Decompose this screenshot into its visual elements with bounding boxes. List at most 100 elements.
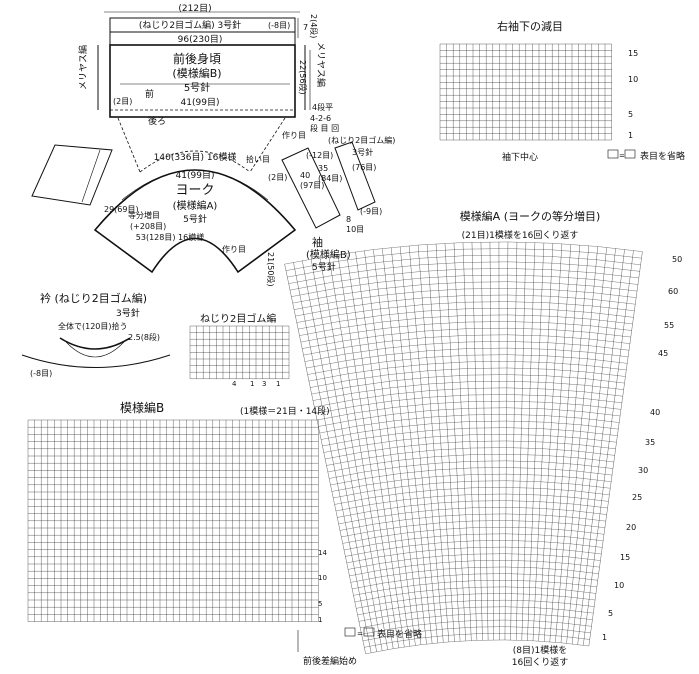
grid-spoke — [588, 251, 643, 647]
pattern-a-row-label: 25 — [632, 493, 642, 502]
body-minus8: (-8目) — [268, 21, 290, 30]
body-side-pickup: 作り目 — [282, 130, 306, 140]
grid-spoke — [471, 242, 483, 641]
pattern-b-repeat: (1模様＝21目・14段) — [240, 405, 330, 417]
grid-spoke — [583, 250, 634, 646]
pattern-a-row-label: 45 — [658, 349, 668, 358]
body-dim-7: 7 — [303, 23, 308, 32]
sleeve-minus12: (-12目) — [306, 151, 333, 160]
sleeve-minus9: (-9目) — [360, 207, 382, 216]
grid-spoke — [577, 249, 625, 645]
yoke-left-h: 29(69目) — [104, 205, 139, 214]
yoke-pickup: 拾い目 — [246, 154, 270, 164]
grid-spoke — [521, 242, 536, 641]
pattern-a-row-label: 55 — [664, 321, 674, 330]
grid-spoke — [489, 242, 494, 641]
body-decrease-head: 段 目 回 — [310, 123, 339, 133]
rib-col-3: 1 — [276, 380, 280, 388]
rs-legend-box — [607, 149, 619, 159]
grid-arc — [365, 639, 589, 654]
yoke-increase-label: 等分増目 — [128, 210, 160, 220]
pattern-b-legend-eq: = — [357, 630, 363, 638]
collar-panel: 衿 (ねじり2目ゴム編) 3号針 全体で(120目)拾う 2.5(8段) (-8… — [21, 291, 171, 378]
grid-spoke — [571, 248, 616, 644]
grid-spoke — [346, 253, 405, 647]
pattern-b-row-5: 5 — [318, 600, 322, 608]
grid-spoke — [560, 246, 598, 643]
pattern-a-row-label: 35 — [645, 438, 655, 447]
pattern-b-row-1: 1 — [318, 616, 322, 624]
pattern-a: 模様編A (ヨークの等分増目) (21目)1模様を16回くり返す (8目)1模様… — [284, 209, 682, 668]
grid-spoke — [373, 249, 422, 645]
sleeve-c2: (2目) — [268, 173, 287, 182]
yoke-needle: 5号針 — [183, 213, 207, 225]
collar-needle: 3号針 — [116, 307, 140, 319]
body-side-left: メリヤス編 — [77, 45, 89, 90]
grid-spoke — [417, 245, 450, 642]
yoke-title: ヨーク — [175, 183, 214, 198]
collar-height: 2.5(8段) — [128, 332, 160, 342]
grid-spoke — [527, 242, 545, 641]
pattern-a-row-label: 5 — [608, 609, 613, 618]
sleeve-h8: 8 — [346, 215, 351, 224]
pattern-a-repeat-top: (21目)1模様を16回くり返す — [462, 229, 579, 241]
grid-spoke — [532, 243, 554, 641]
sleeve-w40: 40 — [300, 171, 310, 180]
yoke-bottom: 53(128目) 16模様 — [136, 232, 204, 242]
grid-spoke — [293, 262, 372, 653]
grid-spoke — [549, 245, 580, 642]
yoke-inner: 41(99目) — [176, 170, 215, 181]
grid-spoke — [462, 242, 478, 641]
grid-spoke — [391, 247, 433, 644]
rib-col-2: 3 — [262, 380, 266, 388]
pattern-a-row-label: 40 — [650, 408, 660, 417]
pattern-b-start: 前後差編始め — [303, 655, 357, 667]
grid-spoke — [355, 251, 411, 647]
rs-row-5: 5 — [628, 110, 633, 119]
rib-col-1: 1 — [250, 380, 254, 388]
sleeve-w35: 35 — [318, 164, 328, 173]
body-panel: (212目) (ねじり2目ゴム編) 3号針 (-8目) 96(230目) 前後身… — [77, 3, 339, 140]
pattern-a-row-label: 60 — [668, 287, 678, 296]
grid-spoke — [284, 264, 366, 654]
grid-spoke — [310, 258, 383, 651]
grid-spoke — [566, 247, 607, 644]
grid-spoke — [435, 243, 461, 642]
grid-arc — [284, 241, 643, 265]
sleeve-cuff: (ねじり2目ゴム編) — [328, 135, 395, 145]
pattern-a-title: 模様編A (ヨークの等分増目) — [460, 209, 601, 223]
grid-spoke — [319, 257, 388, 650]
pattern-b-title: 模様編B — [120, 400, 164, 415]
grid-spoke — [328, 255, 394, 649]
rs-row-10: 10 — [628, 75, 638, 84]
yoke-panel: 140(336目) 16模様 41(99目) ヨーク (模様編A) 5号針 53… — [31, 117, 376, 287]
collar-pick: 全体で(120目)拾う — [58, 321, 128, 331]
pattern-a-row-label: 50 — [672, 255, 682, 264]
rs-legend: 表目を省略 — [640, 150, 685, 162]
body-subtitle: (模様編B) — [172, 66, 221, 80]
pattern-a-row-label: 15 — [620, 553, 630, 562]
rib-chart: ねじり2目ゴム編 4 1 3 1 — [189, 312, 290, 388]
right-sleeve-decrease: 右袖下の減目 袖下中心 = 表目を省略 15 10 5 1 — [439, 19, 685, 163]
grid-spoke — [510, 242, 518, 641]
grid-spoke — [480, 242, 489, 641]
sleeve-c84: (84目) — [318, 174, 342, 183]
body-side-right: メリヤス編 — [315, 42, 327, 87]
rs-title: 右袖下の減目 — [497, 19, 563, 33]
pattern-a-repeat-bottom-2: 16回くり返す — [512, 656, 568, 668]
grid-spoke — [302, 260, 377, 652]
pattern-b-row-10: 10 — [318, 574, 327, 582]
rib-col-0: 4 — [232, 380, 237, 388]
pattern-a-row-label: 20 — [626, 523, 636, 532]
body-width-label: 96(230目) — [178, 34, 223, 45]
sleeve-needle: 5号針 — [312, 261, 336, 273]
body-top-count: (212目) — [178, 3, 211, 14]
grid-spoke — [555, 245, 589, 643]
yoke-increase-count: (+208目) — [130, 222, 166, 231]
body-dim-22: 22(56段) — [298, 60, 308, 95]
collar-title: 衿 (ねじり2目ゴム編) — [40, 291, 147, 305]
grid-spoke — [538, 243, 563, 642]
rib-title: ねじり2目ゴム編 — [200, 312, 276, 325]
sleeve-subtitle: (模様編B) — [306, 248, 351, 261]
